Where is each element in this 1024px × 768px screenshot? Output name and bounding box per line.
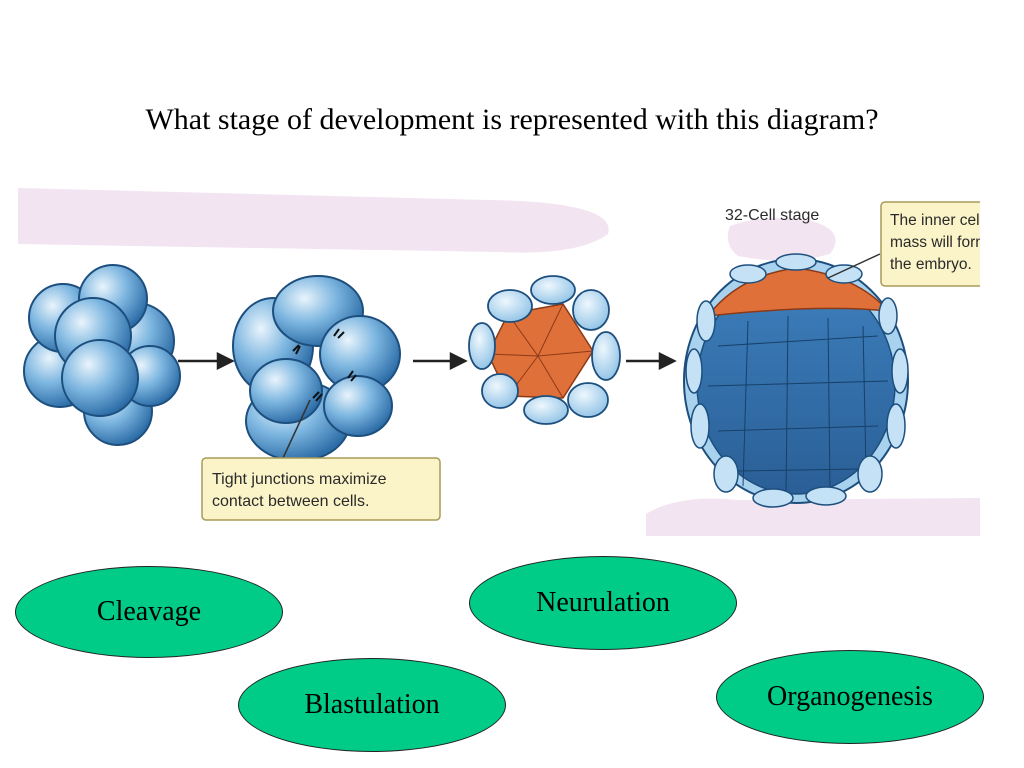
blastocyst xyxy=(683,253,909,508)
inner-cell-callout-line-1: The inner cell xyxy=(890,212,980,229)
compacted-morula xyxy=(232,275,401,462)
option-organogenesis[interactable]: Organogenesis xyxy=(716,650,984,744)
option-blastulation[interactable]: Blastulation xyxy=(238,658,506,752)
morula-cluster xyxy=(23,264,181,446)
stage-label: 32-Cell stage xyxy=(725,207,819,224)
arrow-2 xyxy=(413,351,468,371)
tight-junction-marks xyxy=(292,328,357,402)
arrow-1 xyxy=(178,351,235,371)
pink-smudge-top xyxy=(18,188,980,536)
inner-cell-callout-line-3: the embryo. xyxy=(890,256,972,273)
junction-callout-pointer xyxy=(282,399,311,459)
question-title: What stage of development is represented… xyxy=(145,103,879,136)
arrow-3 xyxy=(626,351,677,371)
early-blastocyst xyxy=(468,275,621,425)
embryo-development-figure: Tight junctions maximize contact between… xyxy=(18,186,980,536)
inner-cell-callout: The inner cell mass will form the embryo… xyxy=(880,201,980,287)
inner-cell-callout-pointer xyxy=(827,253,881,279)
junction-callout-line-1: Tight junctions maximize xyxy=(212,471,387,488)
inner-cell-callout-line-2: mass will form xyxy=(890,234,980,251)
junction-callout-line-2: contact between cells. xyxy=(212,493,369,510)
option-neurulation[interactable]: Neurulation xyxy=(469,556,737,650)
junction-callout: Tight junctions maximize contact between… xyxy=(201,457,441,521)
option-cleavage[interactable]: Cleavage xyxy=(15,566,283,658)
